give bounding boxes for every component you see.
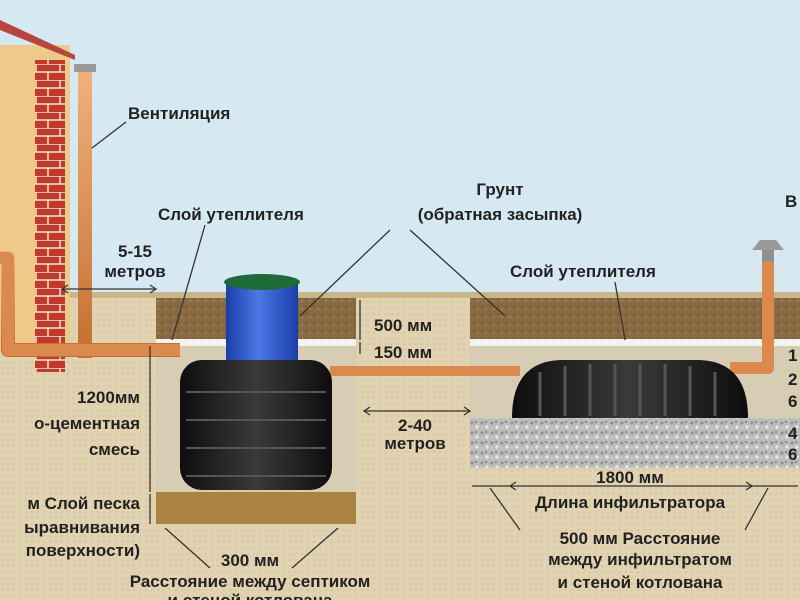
house-roof xyxy=(0,20,75,60)
septic-lid xyxy=(224,274,300,290)
label-depth-500: 500 мм xyxy=(374,316,433,335)
dimension-lines xyxy=(60,284,798,524)
label-ventilation: Вентиляция xyxy=(128,104,231,123)
ground-surface xyxy=(0,292,800,298)
label-distance-house-value: 5-15 xyxy=(117,242,153,261)
label-gap-300-desc-line2: и стеной котлована xyxy=(80,591,420,600)
label-sand-line2: ыравнивания xyxy=(24,518,140,537)
label-right-edge-1: 1 xyxy=(788,346,798,365)
label-gap-500-line1: 500 мм Расстояние xyxy=(559,529,721,548)
vent-pipe-left xyxy=(78,68,92,358)
septic-ribs xyxy=(186,391,326,477)
label-sand-line3: поверхности) xyxy=(25,541,140,560)
label-distance-between-value: 2-40 xyxy=(397,416,433,435)
label-insulation-left: Слой утеплителя xyxy=(158,205,304,224)
label-mix-line1: о-цементная xyxy=(34,414,140,433)
infiltrator-ribs xyxy=(538,364,717,416)
sky xyxy=(0,0,800,300)
label-sand-line1: м Слой песка xyxy=(27,494,140,513)
label-right-edge-4: 4 xyxy=(788,424,798,443)
label-soil-line2: (обратная засыпка) xyxy=(417,205,583,224)
label-right-edge-5: 6 xyxy=(788,445,798,464)
vent-pipe-right xyxy=(730,260,774,374)
septic-neck xyxy=(226,280,298,360)
label-gap-500-line3: и стеной котлована xyxy=(557,573,723,592)
label-right-edge-2: 2 xyxy=(788,370,798,389)
label-depth-150: 150 мм xyxy=(374,343,433,362)
label-infiltrator-length: Длина инфильтратора xyxy=(534,493,726,512)
label-gap-300-desc-line1: Расстояние между септиком xyxy=(129,572,371,591)
label-right-edge-3: 6 xyxy=(788,392,798,411)
topsoil-right xyxy=(470,298,800,344)
label-length-1800: 1800 мм xyxy=(596,468,664,487)
leader-lines xyxy=(91,121,769,569)
septic-tank xyxy=(180,360,332,490)
insulation-right xyxy=(470,339,800,346)
infiltrator xyxy=(512,360,748,418)
label-distance-between-unit: метров xyxy=(384,434,446,453)
label-gap-500-line2: между инфильтратом xyxy=(548,550,732,569)
sand-layer xyxy=(156,492,356,524)
vent-cap-left xyxy=(74,64,96,72)
gravel-bed xyxy=(470,418,800,468)
label-distance-house-unit: метров xyxy=(104,262,166,281)
label-gap-300: 300 мм xyxy=(220,551,280,570)
transfer-pipe xyxy=(330,366,520,376)
label-depth-1200: 1200мм xyxy=(77,388,140,407)
vent-cap-right xyxy=(752,240,784,250)
brick-wall xyxy=(35,60,65,372)
label-mix-line2: смесь xyxy=(88,440,140,459)
label-insulation-right: Слой утеплителя xyxy=(510,262,656,281)
label-ventilation-right: В xyxy=(785,192,798,211)
label-soil-line1: Грунт xyxy=(476,180,524,199)
